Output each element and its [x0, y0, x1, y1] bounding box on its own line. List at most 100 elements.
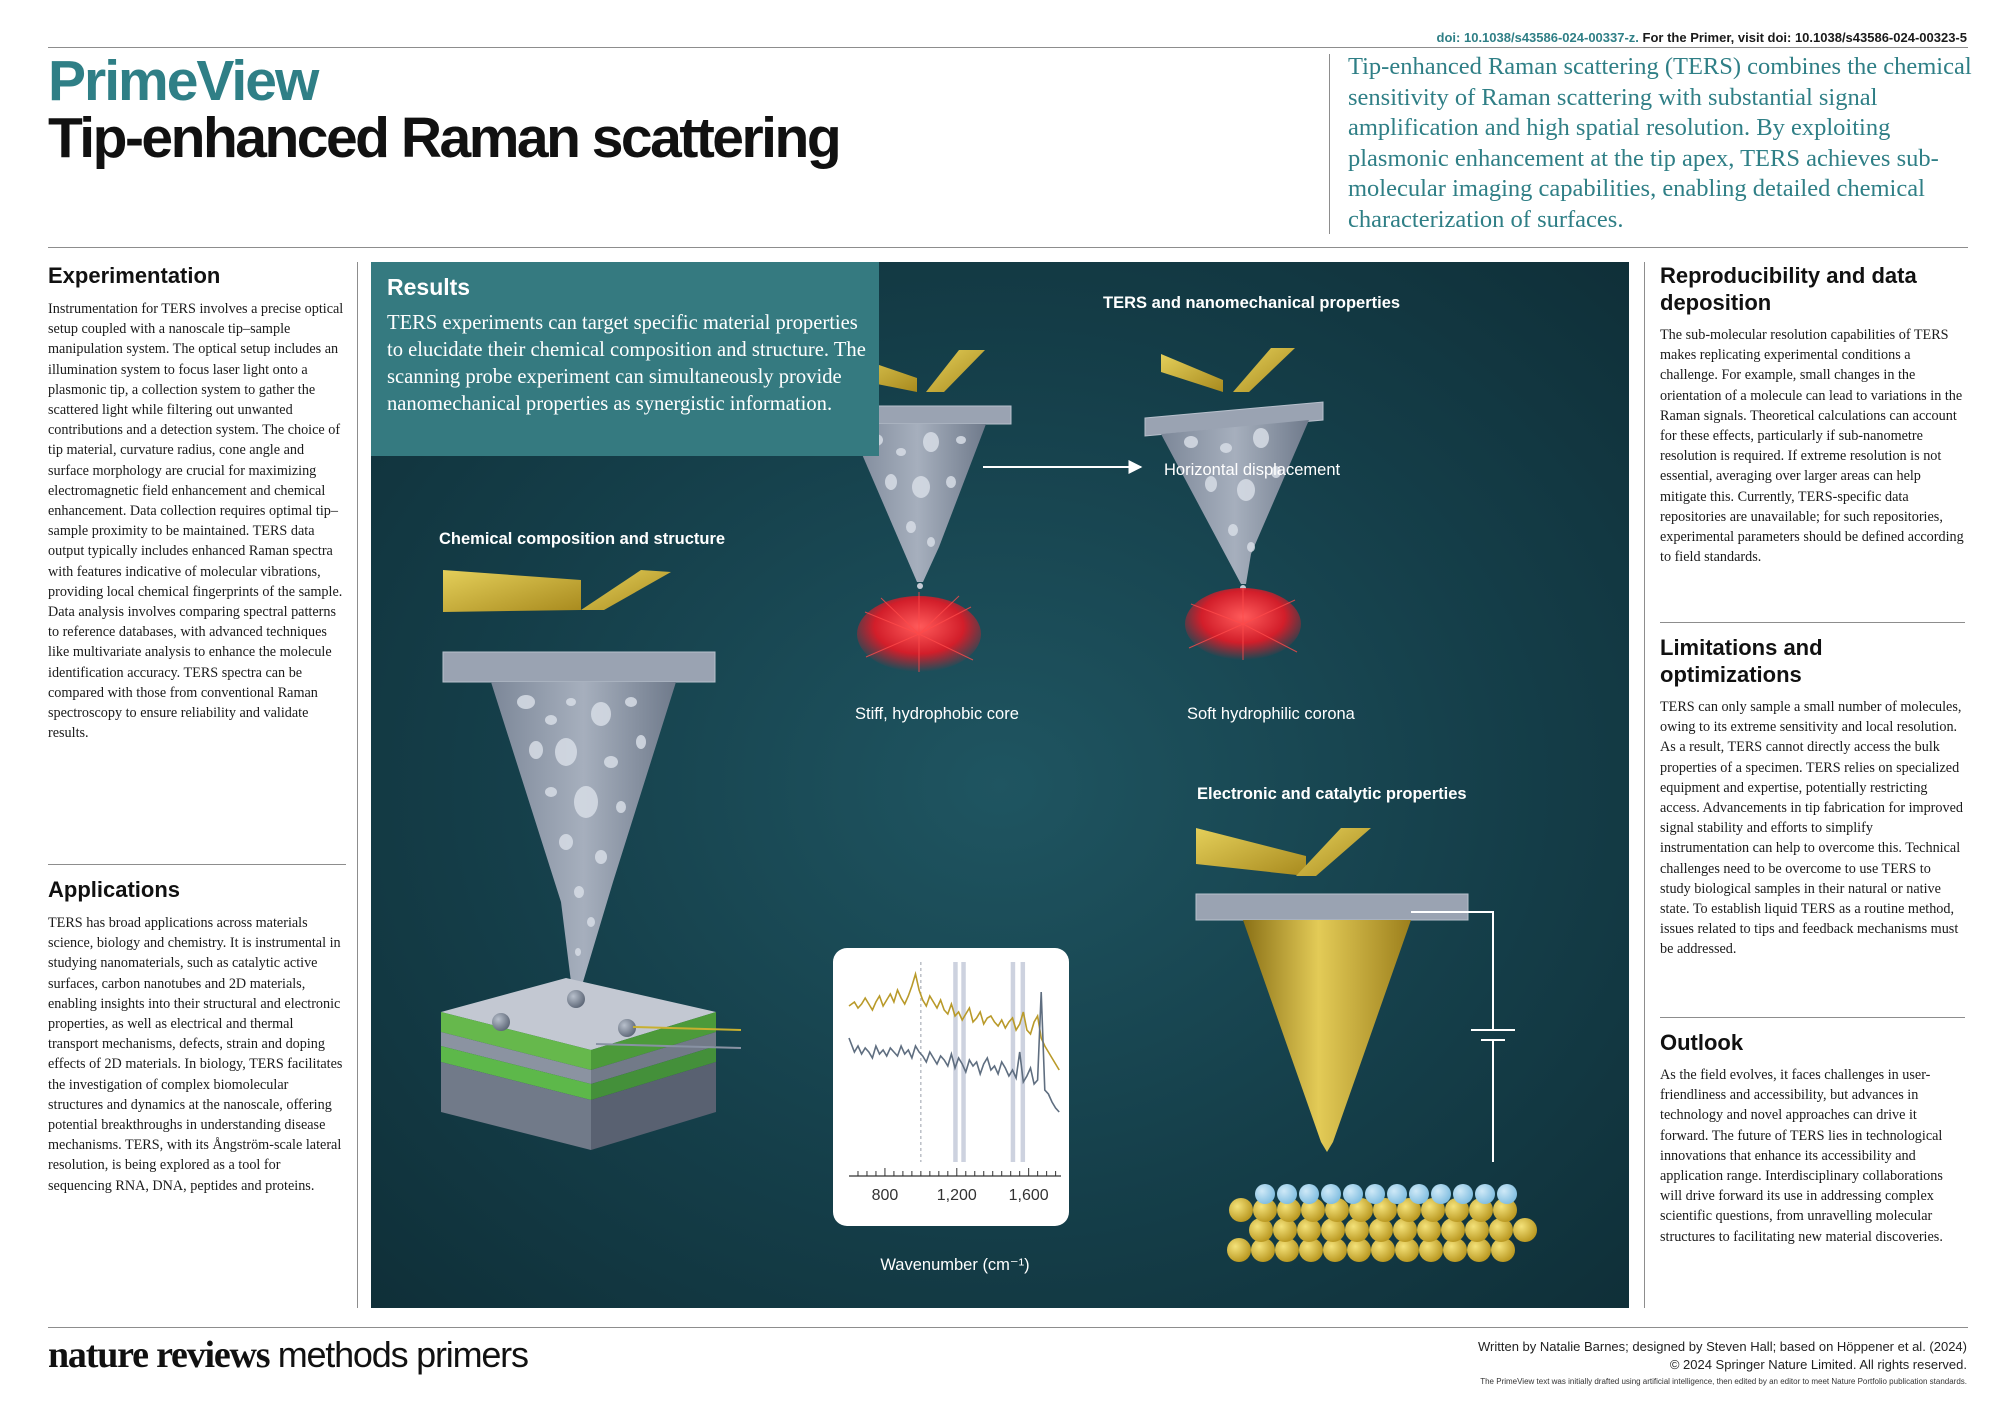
right-divider	[1644, 262, 1645, 1308]
right-rule-2	[1660, 1017, 1965, 1018]
gold-atom-icon	[1345, 1218, 1369, 1242]
spectrum-card-bg	[833, 948, 1069, 1226]
gold-atom-icon	[1297, 1218, 1321, 1242]
molecule-icon	[492, 1013, 510, 1031]
reproducibility-section: Reproducibility and data deposition The …	[1660, 262, 1965, 567]
adsorbate-molecule-icon	[1277, 1184, 1297, 1204]
gold-atom-icon	[1493, 1198, 1517, 1222]
doi-primary: doi: 10.1038/s43586-024-00337-z.	[1436, 30, 1639, 45]
brand-title: PrimeView	[48, 49, 319, 113]
outlook-heading: Outlook	[1660, 1030, 1744, 1055]
highlight-band	[953, 962, 958, 1162]
reproducibility-text: The sub-molecular resolution capabilitie…	[1660, 327, 1964, 566]
results-box: Results TERS experiments can target spec…	[371, 262, 879, 456]
x-tick-label: 800	[872, 1187, 899, 1204]
gold-atom-icon	[1253, 1198, 1277, 1222]
experimentation-heading: Experimentation	[48, 263, 221, 288]
adsorbate-molecule-icon	[1321, 1184, 1341, 1204]
chemical-tip-illustration	[441, 570, 742, 1150]
circuit-wire-icon	[1411, 911, 1494, 1030]
gold-atom-icon	[1273, 1218, 1297, 1242]
gold-atom-icon	[1277, 1198, 1301, 1222]
gold-atom-icon	[1249, 1218, 1273, 1242]
gold-atom-icon	[1371, 1238, 1395, 1262]
probe-tip-icon	[491, 682, 676, 982]
gold-atom-icon	[1419, 1238, 1443, 1262]
gold-atom-icon	[1465, 1218, 1489, 1242]
results-heading: Results	[387, 274, 471, 300]
laser-beam-right-icon	[581, 570, 671, 610]
applications-heading: Applications	[48, 877, 181, 902]
gold-atom-icon	[1321, 1218, 1345, 1242]
gold-atom-icon	[1467, 1238, 1491, 1262]
gold-atom-icon	[1491, 1238, 1515, 1262]
gold-atom-icon	[1323, 1238, 1347, 1262]
limitations-text: TERS can only sample a small number of m…	[1660, 699, 1963, 958]
right-rule-1	[1660, 622, 1965, 623]
gold-atom-icon	[1369, 1218, 1393, 1242]
electronic-label: Electronic and catalytic properties	[1197, 785, 1467, 803]
adsorbate-molecule-icon	[1255, 1184, 1275, 1204]
ai-disclaimer: The PrimeView text was initially drafted…	[1480, 1377, 1967, 1386]
doi-line: doi: 10.1038/s43586-024-00337-z. For the…	[1437, 30, 1967, 45]
logo-light-text: methods primers	[277, 1334, 529, 1375]
applications-section: Applications TERS has broad applications…	[48, 876, 346, 1196]
left-divider	[357, 262, 358, 1308]
gold-atom-icon	[1421, 1198, 1445, 1222]
cantilever-3-icon	[1195, 893, 1469, 921]
gold-atom-icon	[1443, 1238, 1467, 1262]
cantilever-2-icon	[1144, 401, 1324, 437]
gold-atom-icon	[1275, 1238, 1299, 1262]
gold-atom-icon	[1299, 1238, 1323, 1262]
gold-atom-icon	[1417, 1218, 1441, 1242]
adsorbate-molecule-icon	[1299, 1184, 1319, 1204]
left-column: Experimentation Instrumentation for TERS…	[48, 262, 346, 743]
logo-bold-text: nature reviews	[48, 1334, 271, 1376]
gold-atom-icon	[1229, 1198, 1253, 1222]
credit-authors: Written by Natalie Barnes; designed by S…	[1478, 1339, 1967, 1354]
gold-atom-icon	[1349, 1198, 1373, 1222]
intro-text: Tip-enhanced Raman scattering (TERS) com…	[1348, 53, 1972, 233]
cantilever-icon	[442, 651, 716, 683]
nanomechanical-label: TERS and nanomechanical properties	[1103, 294, 1401, 312]
gold-atom-icon	[1393, 1218, 1417, 1242]
gold-atom-icon	[1347, 1238, 1371, 1262]
spectrum-series-2	[848, 991, 1060, 1113]
gold-atom-icon	[1469, 1198, 1493, 1222]
left-rule	[48, 864, 346, 865]
adsorbate-molecule-icon	[1475, 1184, 1495, 1204]
results-text: TERS experiments can target specific mat…	[387, 312, 866, 415]
gold-atom-icon	[1251, 1238, 1275, 1262]
stiff-core-caption: Stiff, hydrophobic core	[855, 705, 1019, 723]
experimentation-text: Instrumentation for TERS involves a prec…	[48, 301, 344, 742]
doi-secondary: For the Primer, visit doi: 10.1038/s4358…	[1642, 30, 1967, 45]
gold-atom-icon	[1441, 1218, 1465, 1242]
displacement-label: Horizontal displacement	[1164, 461, 1341, 479]
outlook-text: As the field evolves, it faces challenge…	[1660, 1067, 1943, 1245]
highlight-band	[1010, 962, 1016, 1162]
gold-atom-icon	[1227, 1238, 1251, 1262]
credits: Written by Natalie Barnes; designed by S…	[1478, 1338, 1967, 1374]
header-divider	[1329, 54, 1330, 234]
x-tick-label: 1,600	[1009, 1187, 1049, 1204]
laser-beam-left-icon	[443, 570, 581, 612]
footer-rule	[48, 1327, 1968, 1328]
adsorbate-molecule-icon	[1453, 1184, 1473, 1204]
outlook-section: Outlook As the field evolves, it faces c…	[1660, 1029, 1965, 1247]
electronic-illustration	[1195, 828, 1537, 1262]
journal-logo: nature reviews methods primers	[48, 1334, 529, 1376]
chemical-composition-label: Chemical composition and structure	[439, 530, 726, 548]
gold-atom-icon	[1489, 1218, 1513, 1242]
spectrum-series-1	[848, 970, 1060, 1071]
gold-atom-icon	[1301, 1198, 1325, 1222]
adsorbate-molecule-icon	[1497, 1184, 1517, 1204]
adsorbate-molecule-icon	[1365, 1184, 1385, 1204]
limitations-section: Limitations and optimizations TERS can o…	[1660, 634, 1965, 960]
gold-electrode-icon	[1227, 1184, 1537, 1262]
credit-copyright: © 2024 Springer Nature Limited. All righ…	[1669, 1357, 1967, 1372]
top-rule	[48, 47, 1968, 48]
